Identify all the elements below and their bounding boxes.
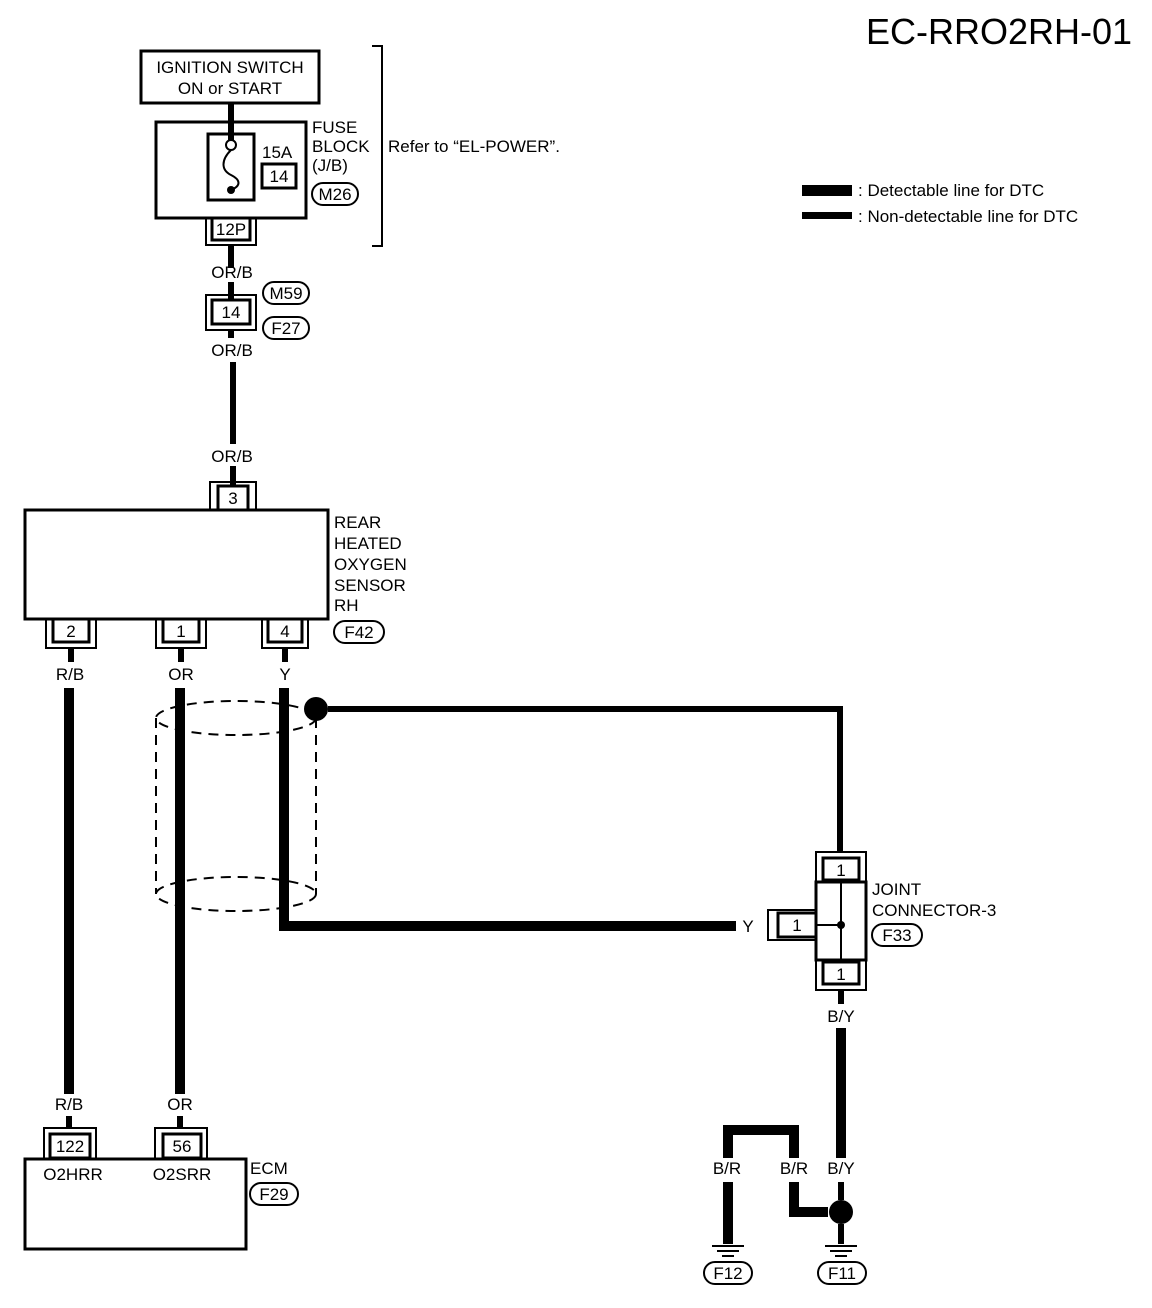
fuse-element-icon	[222, 149, 240, 191]
fuse-block: 15A 14 FUSE BLOCK (J/B) M26	[154, 118, 370, 220]
sensor-label-3: OXYGEN	[334, 555, 407, 574]
wire-label-or-2: OR	[167, 1095, 193, 1114]
wire-label-orb-1: OR/B	[211, 263, 253, 282]
sensor-pin-left: 2	[66, 622, 75, 641]
fuse-terminal-bottom	[227, 186, 235, 194]
ground-right-id: F11	[828, 1264, 856, 1283]
ignition-switch: IGNITION SWITCH ON or START	[139, 49, 321, 105]
wire-label-y-1: Y	[279, 665, 290, 684]
joint-connector: 1 1 1 JOINT CONNECTOR-3 F33	[767, 851, 996, 991]
fuse-block-terminal: 12P	[205, 216, 257, 246]
legend-detectable-label: : Detectable line for DTC	[858, 181, 1044, 200]
wire-label-by-1: B/Y	[827, 1007, 854, 1026]
ecm-term-left: O2HRR	[43, 1165, 103, 1184]
oxygen-sensor: 3 REAR HEATED OXYGEN SENSOR RH F42 2 1 4	[23, 481, 407, 649]
ecm-term-right: O2SRR	[153, 1165, 212, 1184]
ground-left-id: F12	[713, 1264, 742, 1283]
refer-bracket	[372, 45, 383, 247]
sensor-label-5: RH	[334, 596, 359, 615]
harness-connector-lower: F27	[271, 319, 300, 338]
diagram-code: EC-RRO2RH-01	[866, 11, 1132, 52]
fuse-block-label-2: BLOCK	[312, 137, 370, 156]
ground-splice	[829, 1200, 853, 1224]
wire-label-rb-2: R/B	[55, 1095, 83, 1114]
joint-pin-side: 1	[792, 916, 801, 935]
fuse-number: 14	[270, 167, 289, 186]
ecm: 122 56 O2HRR O2SRR ECM F29	[23, 1127, 299, 1251]
sensor-label-1: REAR	[334, 513, 381, 532]
wire-label-br-2: B/R	[780, 1159, 808, 1178]
ecm-label: ECM	[250, 1159, 288, 1178]
ground-symbol-right	[825, 1245, 857, 1257]
fuse-block-label-3: (J/B)	[312, 156, 348, 175]
fuse-terminal-top	[225, 139, 237, 151]
wire-br-splice	[789, 1182, 828, 1217]
sensor-label-2: HEATED	[334, 534, 402, 553]
wire-label-br-1: B/R	[713, 1159, 741, 1178]
ecm-pin-right: 56	[173, 1137, 192, 1156]
sensor-pin-mid: 1	[176, 622, 185, 641]
wire-label-rb-1: R/B	[56, 665, 84, 684]
sensor-pin-right: 4	[280, 622, 289, 641]
sensor-pin-top: 3	[228, 489, 237, 508]
wire-label-orb-2: OR/B	[211, 341, 253, 360]
wire-label-by-2: B/Y	[827, 1159, 854, 1178]
ignition-switch-line2: ON or START	[178, 79, 282, 98]
ground-symbol-left	[712, 1245, 744, 1257]
ignition-switch-line1: IGNITION SWITCH	[156, 58, 303, 77]
sensor-label-4: SENSOR	[334, 576, 406, 595]
harness-connector: 14 M59 F27	[205, 281, 310, 340]
wire-label-or-1: OR	[168, 665, 194, 684]
harness-connector-terminal: 14	[222, 303, 241, 322]
fuse-block-terminal-label: 12P	[216, 220, 246, 239]
legend: : Detectable line for DTC : Non-detectab…	[802, 181, 1078, 226]
joint-label-1: JOINT	[872, 880, 921, 899]
wire-shield-drain	[328, 706, 843, 852]
ecm-connector: F29	[259, 1185, 288, 1204]
fuse-block-label-1: FUSE	[312, 118, 357, 137]
legend-non-detectable-label: : Non-detectable line for DTC	[858, 207, 1078, 226]
fuse-block-connector: M26	[318, 185, 351, 204]
wire-y	[279, 688, 736, 931]
joint-pin-bottom: 1	[836, 965, 845, 984]
joint-pin-top: 1	[836, 861, 845, 880]
legend-detectable-swatch	[802, 185, 852, 196]
shield-splice	[304, 697, 328, 721]
joint-label-2: CONNECTOR-3	[872, 901, 996, 920]
legend-non-detectable-swatch	[802, 212, 852, 219]
joint-connector-id: F33	[882, 926, 911, 945]
wire-label-orb-3: OR/B	[211, 447, 253, 466]
wire-br-loop	[723, 1125, 799, 1158]
refer-note: Refer to “EL-POWER”.	[388, 137, 560, 156]
sensor-connector: F42	[344, 623, 373, 642]
wire-label-y-2: Y	[742, 917, 753, 936]
fuse-rating: 15A	[262, 143, 293, 162]
harness-connector-upper: M59	[269, 284, 302, 303]
ecm-pin-left: 122	[56, 1137, 84, 1156]
